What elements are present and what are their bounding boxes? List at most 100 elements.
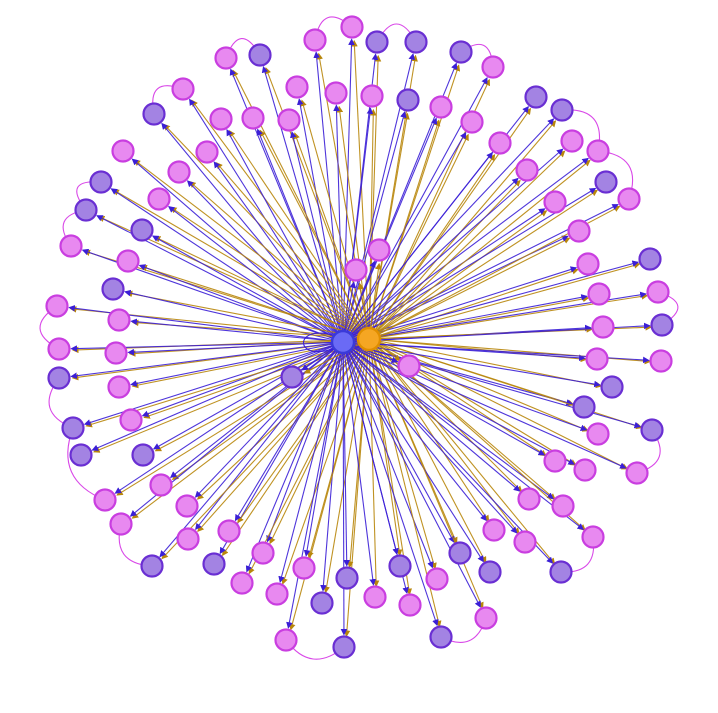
edge-secondary (228, 129, 370, 340)
edge-secondary (215, 162, 370, 340)
pink-leaf-node (217, 519, 241, 543)
edge-secondary (153, 236, 370, 340)
purple-leaf-node (61, 416, 85, 440)
edge-primary (342, 341, 546, 456)
edge-primary (152, 341, 344, 450)
edge-secondary (368, 338, 380, 588)
pink-leaf-node (585, 347, 609, 371)
pink-leaf-node (107, 375, 131, 399)
pink-leaf-node (175, 494, 199, 518)
pink-leaf-node (581, 525, 605, 549)
edge-secondary (368, 108, 377, 340)
purple-leaf-node (248, 43, 272, 67)
pink-leaf-node (303, 28, 327, 52)
pink-leaf-node (543, 449, 567, 473)
purple-leaf-node (524, 85, 548, 109)
purple-leaf-node (650, 313, 674, 337)
purple-leaf-node (396, 88, 420, 112)
edge-secondary (221, 338, 370, 557)
edge-primary (286, 341, 344, 629)
edge-primary (159, 341, 344, 558)
pink-leaf-node (324, 81, 348, 105)
pink-leaf-node (274, 628, 298, 652)
pink-leaf-node (425, 567, 449, 591)
edge-secondary (196, 338, 370, 500)
edge-primary (296, 98, 344, 343)
edge-secondary (368, 338, 556, 565)
pink-leaf-node (93, 488, 117, 512)
purple-leaf-node (47, 366, 71, 390)
purple-leaf-node (600, 375, 624, 399)
edge-primary (342, 260, 376, 343)
pink-leaf-node (176, 527, 200, 551)
edge-primary (194, 341, 344, 498)
pink-leaf-node (167, 160, 191, 184)
pink-leaf-node (460, 110, 484, 134)
edge-secondary (300, 99, 370, 340)
pink-leaf-node (517, 487, 541, 511)
pink-leaf-node (251, 541, 275, 565)
pink-leaf-node (474, 606, 498, 630)
purple-leaf-node (89, 170, 113, 194)
purple-leaf-node (404, 30, 428, 54)
pink-leaf-node (149, 473, 173, 497)
edge-primary (169, 341, 344, 478)
edge-secondary (368, 179, 521, 340)
pink-leaf-node (397, 354, 421, 378)
pink-leaf-node (230, 571, 254, 595)
purple-leaf-node (130, 218, 154, 242)
edge-primary (342, 341, 575, 465)
edge-secondary (368, 338, 490, 522)
pink-leaf-node (587, 282, 611, 306)
edge-secondary (368, 210, 548, 340)
edge-primary (320, 341, 344, 592)
edge-primary (342, 341, 554, 500)
edge-primary (342, 151, 493, 343)
edge-secondary (269, 338, 370, 545)
edge-primary (342, 118, 555, 343)
purple-leaf-node (142, 102, 166, 126)
edge-secondary (191, 99, 370, 340)
edge-primary (127, 341, 344, 356)
edge-primary (342, 341, 518, 534)
pink-leaf-node (277, 108, 301, 132)
purple-leaf-node (280, 365, 304, 389)
pink-leaf-node (209, 107, 233, 131)
edge-primary (342, 341, 434, 569)
purple-leaf-node (429, 625, 453, 649)
edge-secondary (189, 181, 370, 340)
pink-leaf-node (515, 158, 539, 182)
edge-primary (213, 161, 344, 343)
purple-leaf-node (365, 30, 389, 54)
pink-leaf-node (617, 187, 641, 211)
pink-leaf-node (119, 408, 143, 432)
edge-primary (234, 341, 344, 522)
edge-primary (342, 341, 627, 469)
edge-primary (342, 341, 573, 406)
edge-primary (342, 341, 521, 492)
pink-leaf-node (171, 77, 195, 101)
pink-leaf-node (625, 461, 649, 485)
edge-secondary (351, 39, 370, 340)
pink-leaf-node (340, 15, 364, 39)
edge-primary (342, 111, 407, 343)
edge-primary (151, 235, 344, 343)
edge-primary (261, 65, 344, 343)
pink-leaf-node (47, 337, 71, 361)
edge-secondary (368, 133, 469, 340)
purple-leaf-node (388, 554, 412, 578)
edge-secondary (169, 206, 370, 340)
pink-leaf-node (513, 530, 537, 554)
edge-primary (342, 341, 585, 530)
pink-leaf-node (646, 280, 670, 304)
purple-leaf-node (549, 560, 573, 584)
pink-leaf-node (109, 512, 133, 536)
pink-leaf-node (576, 252, 600, 276)
pink-leaf-node (292, 556, 316, 580)
pink-leaf-node (344, 258, 368, 282)
edge-secondary (336, 105, 370, 340)
purple-leaf-node (550, 98, 574, 122)
pink-leaf-node (573, 458, 597, 482)
pink-leaf-node (586, 139, 610, 163)
purple-leaf-node (594, 170, 618, 194)
